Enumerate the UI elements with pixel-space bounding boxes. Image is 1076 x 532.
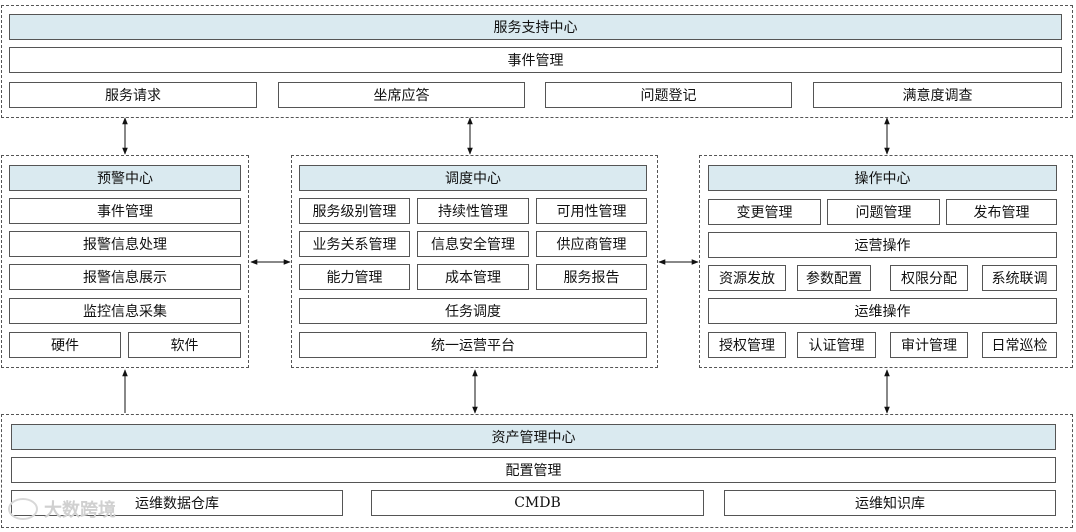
task-scheduling: 任务调度: [299, 298, 647, 324]
agent-answer-box: 坐席应答: [278, 82, 525, 108]
warning-center-panel: [1, 155, 249, 368]
system-integration: 系统联调: [982, 265, 1057, 291]
watermark: 大数跨境: [8, 496, 116, 522]
ops-knowledge-base: 运维知识库: [724, 490, 1056, 516]
watermark-text: 大数跨境: [44, 500, 116, 521]
dispatch-center-panel: [291, 155, 658, 368]
sla-management: 服务级别管理: [299, 198, 410, 224]
dispatch-center-title: 调度中心: [299, 165, 647, 191]
ops-data-warehouse: 运维数据仓库: [11, 490, 343, 516]
operation-center-title: 操作中心: [708, 165, 1057, 191]
daily-inspection: 日常巡检: [982, 332, 1057, 358]
business-relation-management: 业务关系管理: [299, 231, 410, 257]
asset-management-panel: [1, 414, 1073, 528]
operations-action: 运营操作: [708, 232, 1057, 258]
authentication-management: 认证管理: [797, 332, 876, 358]
availability-management: 可用性管理: [536, 198, 647, 224]
cmdb-box: CMDB: [371, 490, 704, 516]
warning-event-management: 事件管理: [9, 198, 241, 224]
hardware-box: 硬件: [9, 332, 121, 358]
supplier-management: 供应商管理: [536, 231, 647, 257]
cost-management: 成本管理: [417, 264, 529, 290]
continuity-management: 持续性管理: [417, 198, 529, 224]
service-request-box: 服务请求: [9, 82, 257, 108]
alarm-processing: 报警信息处理: [9, 231, 241, 257]
issue-registration-box: 问题登记: [545, 82, 792, 108]
service-support-panel: [1, 5, 1073, 118]
top-event-management: 事件管理: [9, 47, 1062, 73]
asset-management-title: 资产管理中心: [11, 424, 1056, 450]
change-management: 变更管理: [708, 199, 821, 225]
info-security-management: 信息安全管理: [417, 231, 529, 257]
unified-ops-platform: 统一运营平台: [299, 332, 647, 358]
resource-provisioning: 资源发放: [708, 265, 786, 291]
service-support-title: 服务支持中心: [9, 14, 1062, 40]
parameter-config: 参数配置: [797, 265, 871, 291]
problem-management: 问题管理: [827, 199, 940, 225]
permission-assignment: 权限分配: [890, 265, 968, 291]
capacity-management: 能力管理: [299, 264, 410, 290]
watermark-logo-icon: [8, 498, 38, 520]
release-management: 发布管理: [946, 199, 1057, 225]
satisfaction-survey-box: 满意度调查: [813, 82, 1062, 108]
software-box: 软件: [128, 332, 241, 358]
operation-center-panel: [699, 155, 1073, 368]
audit-management: 审计管理: [890, 332, 968, 358]
configuration-management: 配置管理: [11, 457, 1056, 483]
warning-center-title: 预警中心: [9, 165, 241, 191]
service-report: 服务报告: [536, 264, 647, 290]
monitoring-collection: 监控信息采集: [9, 298, 241, 324]
authorization-management: 授权管理: [708, 332, 786, 358]
maintenance-action: 运维操作: [708, 298, 1057, 324]
alarm-display: 报警信息展示: [9, 264, 241, 290]
